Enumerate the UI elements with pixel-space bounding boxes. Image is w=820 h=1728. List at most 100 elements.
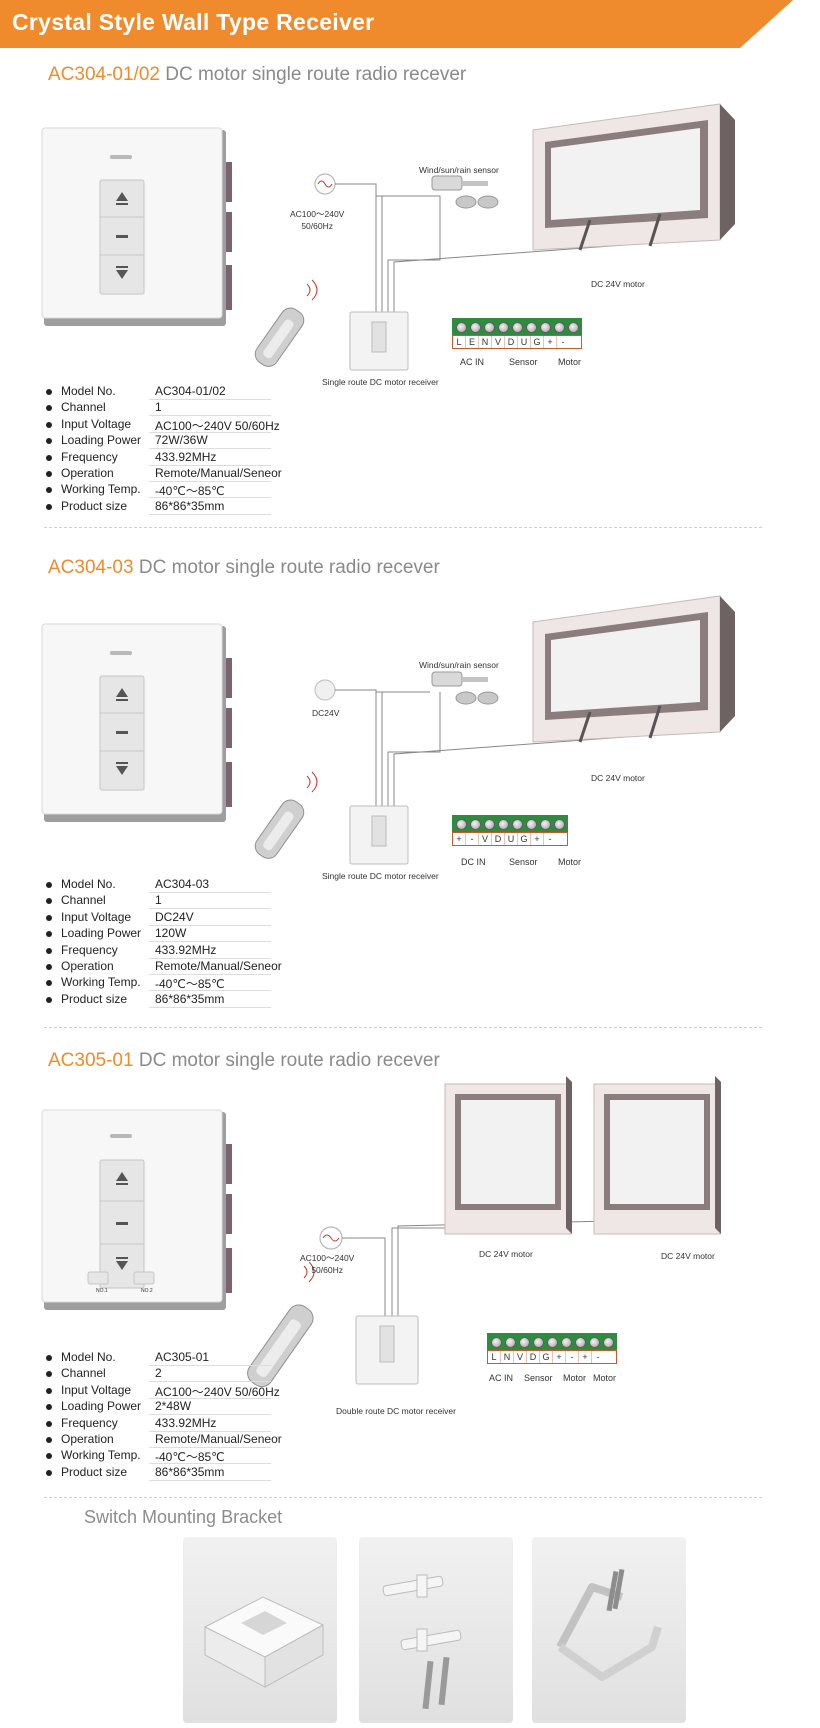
bullet-icon <box>46 1355 52 1361</box>
spec-underline <box>149 1414 271 1416</box>
bullet-icon <box>46 898 52 905</box>
sensor-label: Wind/sun/rain sensor <box>419 660 499 670</box>
screw-icon <box>455 322 467 333</box>
bullet-icon <box>46 438 52 445</box>
screw-icon <box>469 819 481 830</box>
terminal-label: G <box>518 833 531 845</box>
spec-underline <box>149 415 271 417</box>
spec-value: 2*48W <box>155 1399 192 1414</box>
switch-button-label: NO.2 <box>141 1288 153 1294</box>
switch-button-label: NO.1 <box>96 1288 108 1294</box>
spec-underline <box>149 924 271 926</box>
spec-underline <box>149 431 271 433</box>
spec-underline <box>149 1430 271 1432</box>
screw-icon <box>574 1337 586 1348</box>
wall-switch-image <box>41 623 232 822</box>
terminal-label: + <box>553 1351 566 1363</box>
terminal-label: + <box>531 833 544 845</box>
spec-label: Operation <box>61 465 114 480</box>
remote-control-image <box>254 307 305 367</box>
screw-icon <box>539 819 551 830</box>
bullet-icon <box>46 1404 52 1411</box>
sensor-label: Wind/sun/rain sensor <box>419 165 499 175</box>
model-description: DC motor single route radio recever <box>165 64 467 85</box>
spec-label: Working Temp. <box>61 975 141 990</box>
screw-icon <box>469 322 481 333</box>
bullet-icon <box>46 947 52 954</box>
window-image <box>593 1076 721 1235</box>
spec-value: 433.92MHz <box>155 449 217 464</box>
wiring-diagram <box>41 103 735 371</box>
spec-value: DC24V <box>155 909 194 924</box>
bullet-icon <box>46 503 52 510</box>
sensor-image <box>431 175 499 209</box>
terminal-label: G <box>531 336 544 348</box>
remote-control-image <box>247 1304 314 1388</box>
terminal-group-label: Sensor <box>509 857 538 867</box>
spec-underline <box>149 399 271 400</box>
spec-label: Model No. <box>61 1350 116 1364</box>
terminal-screws <box>487 1333 617 1350</box>
section-divider <box>44 527 762 528</box>
screw-icon <box>518 1337 530 1348</box>
bullet-icon <box>46 931 52 938</box>
spec-underline <box>149 1006 271 1008</box>
spec-row: Working Temp.-40℃～85℃ <box>46 975 346 992</box>
screw-icon <box>511 819 523 830</box>
section-heading: AC304-01/02 DC motor single route radio … <box>48 64 466 86</box>
spec-label: Product size <box>61 498 128 513</box>
spec-row: Working Temp.-40℃～85℃ <box>46 482 346 499</box>
terminal-screws <box>452 318 582 335</box>
wall-switch-image <box>41 1109 232 1310</box>
bullet-icon <box>46 1420 52 1427</box>
spec-value: AC305-01 <box>155 1350 210 1364</box>
window-image <box>532 103 735 251</box>
model-description: DC motor single route radio recever <box>138 557 440 578</box>
spec-label: Working Temp. <box>61 1448 141 1463</box>
spec-label: Channel <box>61 893 106 908</box>
terminal-label: - <box>466 833 479 845</box>
bullet-icon <box>46 980 52 987</box>
terminal-label: D <box>492 833 505 845</box>
screw-icon <box>483 819 495 830</box>
screw-icon <box>553 819 565 830</box>
terminal-group-label: Motor <box>563 1373 587 1383</box>
terminal-label: U <box>518 336 531 348</box>
bullet-icon <box>46 389 52 395</box>
receiver-label: Single route DC motor receiver <box>322 871 439 881</box>
bullet-icon <box>46 421 52 428</box>
wiring-diagram <box>41 1076 721 1388</box>
screw-icon <box>497 322 509 333</box>
terminal-label: N <box>501 1351 514 1363</box>
terminal-screws <box>452 815 568 832</box>
terminal-group-label: DC IN <box>461 857 486 867</box>
bracket-clips-photo <box>359 1537 513 1723</box>
spec-label: Loading Power <box>61 926 142 941</box>
spec-value: 86*86*35mm <box>155 991 225 1006</box>
bullet-icon <box>46 1371 52 1378</box>
power-label: AC100～240V 50/60Hz <box>300 1253 355 1275</box>
spec-value: 72W/36W <box>155 433 208 448</box>
power-label: AC100～240V 50/60Hz <box>290 209 345 231</box>
screw-icon <box>490 1337 502 1348</box>
terminal-group-label: Sensor <box>524 1373 553 1383</box>
model-code: AC304-01/02 <box>48 64 160 85</box>
screw-icon <box>567 322 579 333</box>
spec-underline <box>149 1365 271 1366</box>
spec-value: 433.92MHz <box>155 942 217 957</box>
terminal-label: V <box>479 833 492 845</box>
terminal-label: - <box>566 1351 579 1363</box>
spec-label: Input Voltage <box>61 909 132 924</box>
